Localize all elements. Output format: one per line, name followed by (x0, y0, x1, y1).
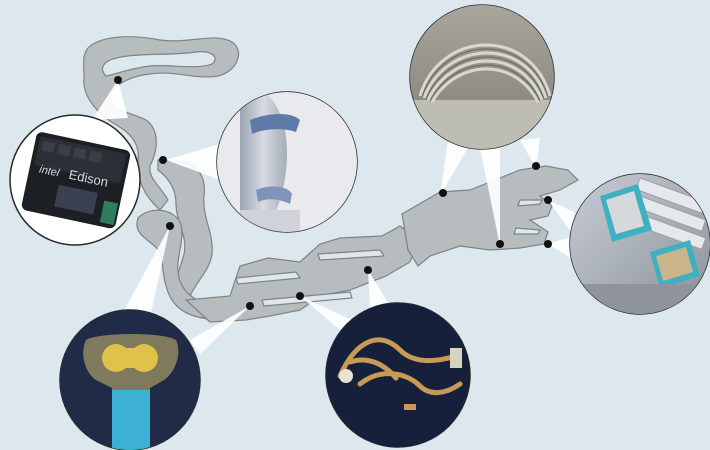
dot (544, 196, 552, 204)
sensor-callout-wedge (548, 200, 574, 236)
dot (166, 222, 174, 230)
dot (364, 266, 372, 274)
electrode-inset (60, 310, 200, 450)
dot (296, 292, 304, 300)
chip-inset: intel Edison (10, 115, 140, 245)
sensor-inset (570, 174, 710, 314)
dot (439, 189, 447, 197)
dot (114, 76, 122, 84)
electrode-callout-wedge (120, 226, 170, 318)
dot (532, 162, 540, 170)
dot (159, 156, 167, 164)
coil-inset (410, 5, 560, 160)
dot (496, 240, 504, 248)
ceramic-sensor-icon (570, 174, 710, 314)
wiring-inset (326, 303, 470, 447)
dot (246, 302, 254, 310)
coil-callout-wedge (440, 140, 470, 196)
textile-sleeve-icon (217, 90, 357, 240)
coiled-cable-icon (410, 5, 560, 160)
dot (544, 240, 552, 248)
fabric-inset (217, 90, 357, 240)
flex-wiring-icon (326, 303, 470, 447)
electrode-pad-icon (60, 310, 200, 450)
